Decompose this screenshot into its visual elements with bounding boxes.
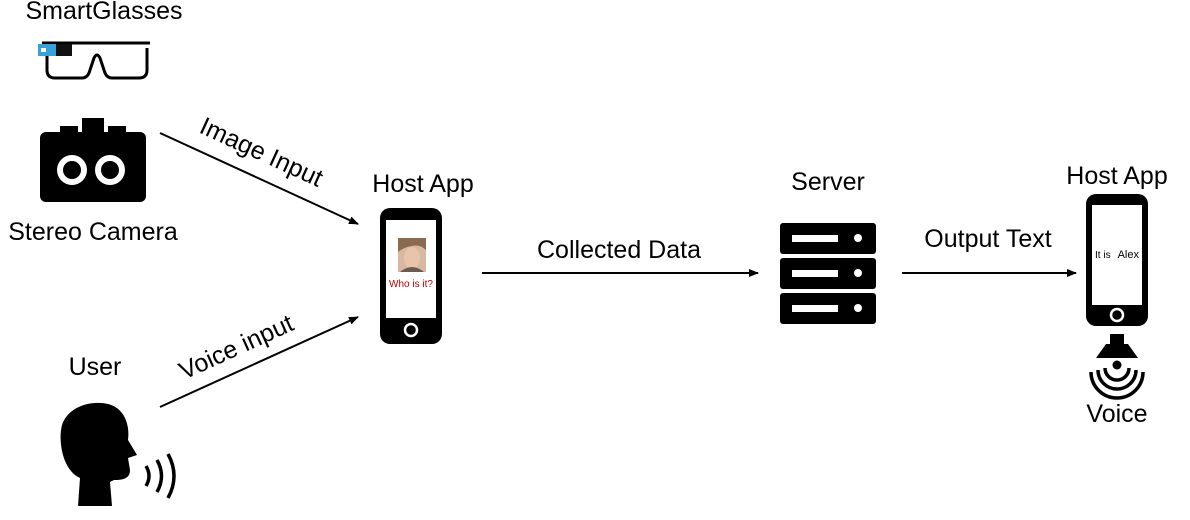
- phone-right-icon: [1086, 194, 1148, 326]
- phone-left-icon: [380, 208, 442, 344]
- speaking-head-icon: [60, 402, 176, 506]
- it-is-text: It is: [1095, 250, 1111, 261]
- alex-text: Alex: [1118, 249, 1140, 261]
- smartglasses-label: SmartGlasses: [26, 0, 183, 25]
- host-app-right-label: Host App: [1066, 162, 1167, 190]
- voice-input-label: Voice input: [175, 309, 298, 385]
- server-icon: [780, 223, 876, 324]
- image-input-arrow: [159, 132, 359, 225]
- stereo-camera-label: Stereo Camera: [8, 218, 178, 246]
- stereo-camera-icon: [40, 118, 146, 202]
- it-is-alex-text: It is Alex: [1095, 245, 1139, 262]
- speaker-icon: [1089, 334, 1145, 400]
- host-app-left-label: Host App: [372, 170, 473, 198]
- voice-input-arrow: [159, 316, 359, 408]
- face-photo-icon: [398, 238, 426, 272]
- collected-data-label: Collected Data: [537, 236, 701, 264]
- output-text-label: Output Text: [924, 225, 1051, 253]
- server-label: Server: [791, 168, 865, 196]
- who-is-it-text: Who is it?: [389, 279, 433, 290]
- smartglasses-icon: [38, 41, 150, 80]
- voice-label: Voice: [1086, 400, 1147, 428]
- user-label: User: [69, 353, 122, 381]
